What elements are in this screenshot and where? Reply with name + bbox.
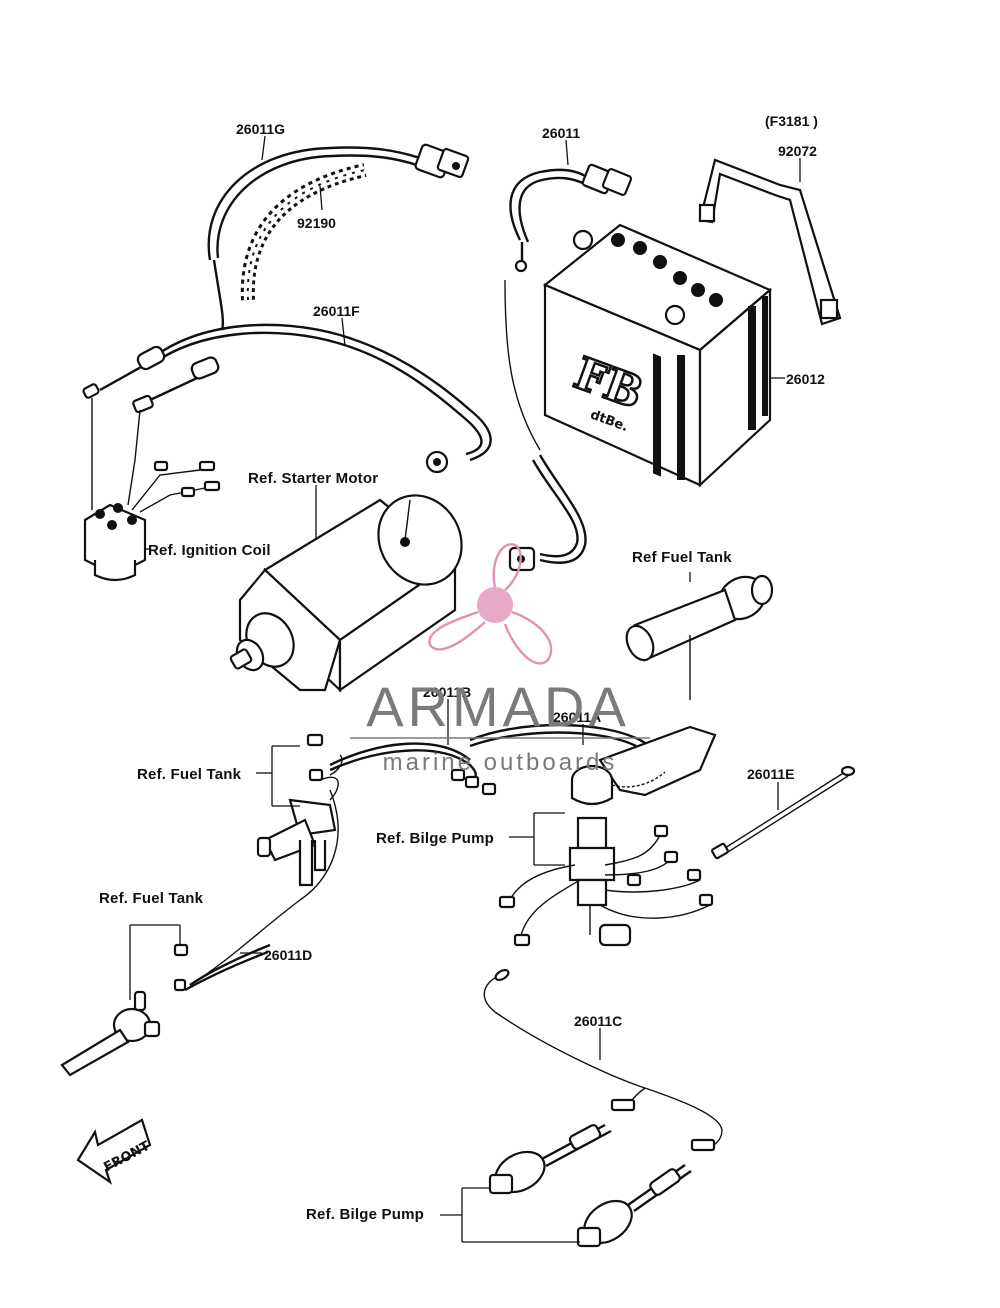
ref-fuel-tank-left: Ref. Fuel Tank [99,890,204,907]
label-26011D: 26011D [264,947,312,963]
cable-26011E [711,765,856,860]
propeller-logo [428,543,553,665]
fuel-tank-fitting-left [60,943,189,1077]
battery-26012: FB dtBe. [542,223,773,488]
cable-26011G [207,143,470,331]
watermark-subtitle: marine outboards [383,749,618,776]
label-26011G: 26011G [236,121,285,137]
label-26011B: 26011B [423,684,471,700]
label-26011A: 26011A [553,709,601,725]
cable-26011F [82,323,492,474]
cable-26011B [329,742,497,796]
label-26012: 26012 [786,371,825,387]
ref-starter-motor: Ref. Starter Motor [248,470,378,487]
starter-motor [229,494,463,693]
label-92072: 92072 [778,143,817,159]
bilge-pump-switch [498,725,717,947]
fuel-tank-fitting-right [625,574,774,700]
label-26011F: 26011F [313,303,360,319]
armada-watermark: ARMADA marine outboards [350,543,650,776]
figure-code: (F3181 ) [765,113,818,129]
ref-bilge-pump-mid: Ref. Bilge Pump [376,830,494,847]
ref-fuel-tank-mid: Ref. Fuel Tank [137,766,242,783]
ignition-coil [83,398,221,582]
cable-26011 [504,163,633,451]
battery-caps [572,229,723,326]
label-26011C: 26011C [574,1013,622,1029]
strap-92072 [698,158,842,326]
bilge-pump-upper [488,1123,612,1195]
bilge-pump-lower [576,1164,692,1248]
front-arrow: FRONT [76,1118,153,1185]
fuel-tank-fitting-mid [256,733,343,887]
label-26011E: 26011E [747,766,795,782]
cover-92190 [240,163,367,301]
ref-fuel-tank-right: Ref Fuel Tank [632,549,732,566]
ref-bilge-pump-bottom: Ref. Bilge Pump [306,1206,424,1223]
watermark-title: ARMADA [366,675,630,738]
label-92190: 92190 [297,215,336,231]
ref-ignition-coil: Ref. Ignition Coil [148,542,271,559]
battery-starter-lead [508,454,587,572]
label-26011: 26011 [542,125,580,141]
cable-26011D [184,789,339,992]
cable-26011C [483,968,723,1152]
